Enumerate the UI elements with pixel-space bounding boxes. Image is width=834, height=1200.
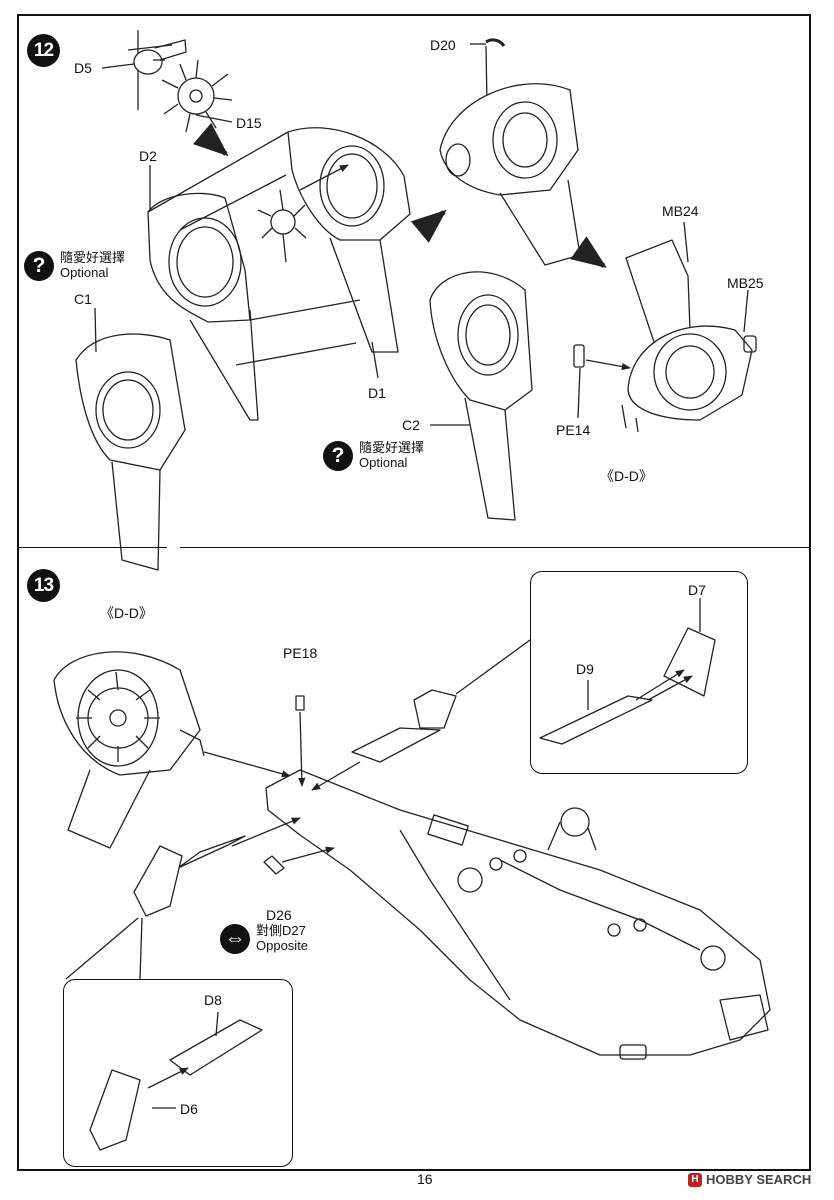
optional-zh-text: 隨愛好選擇	[359, 440, 425, 456]
step-divider	[17, 547, 167, 548]
opposite-en-text: Opposite	[256, 938, 309, 953]
label-d1: D1	[368, 385, 386, 401]
optional-en-text: Optional	[60, 265, 109, 280]
label-pe14: PE14	[556, 422, 591, 438]
page-frame	[17, 14, 811, 1171]
step-divider	[180, 547, 811, 548]
label-d26: D26	[266, 907, 292, 923]
step-number-13: 13	[27, 569, 60, 602]
label-mb25: MB25	[727, 275, 764, 291]
page-number: 16	[417, 1171, 433, 1187]
optional-note-1: ? 隨愛好選擇 Optional	[24, 250, 126, 281]
label-d15: D15	[236, 115, 262, 131]
inset-d8-d6	[63, 979, 293, 1167]
opposite-line1: 對側D27	[256, 923, 306, 939]
label-d20: D20	[430, 37, 456, 53]
watermark-text: HOBBY SEARCH	[706, 1172, 812, 1187]
label-c1: C1	[74, 291, 92, 307]
optional-zh-text: 隨愛好選擇	[60, 250, 126, 266]
optional-en-text: Optional	[359, 455, 408, 470]
opposite-note: ⇔ 對側D27 Opposite	[220, 923, 309, 954]
label-d2: D2	[139, 148, 157, 164]
label-d8: D8	[204, 992, 222, 1008]
question-icon: ?	[323, 441, 353, 471]
step-number-12: 12	[27, 34, 60, 67]
label-dd-step13: 《D-D》	[100, 605, 153, 621]
label-dd-step12: 《D-D》	[600, 468, 653, 484]
inset-d7-d9	[530, 571, 748, 774]
watermark: H HOBBY SEARCH	[688, 1172, 811, 1187]
double-arrow-icon: ⇔	[220, 924, 250, 954]
watermark-logo-icon: H	[688, 1172, 702, 1187]
label-d5: D5	[74, 60, 92, 76]
label-mb24: MB24	[662, 203, 699, 219]
question-icon: ?	[24, 251, 54, 281]
label-d6: D6	[180, 1101, 198, 1117]
label-c2: C2	[402, 417, 420, 433]
optional-note-2: ? 隨愛好選擇 Optional	[323, 440, 425, 471]
label-pe18: PE18	[283, 645, 318, 661]
label-d7: D7	[688, 582, 706, 598]
label-d9: D9	[576, 661, 594, 677]
